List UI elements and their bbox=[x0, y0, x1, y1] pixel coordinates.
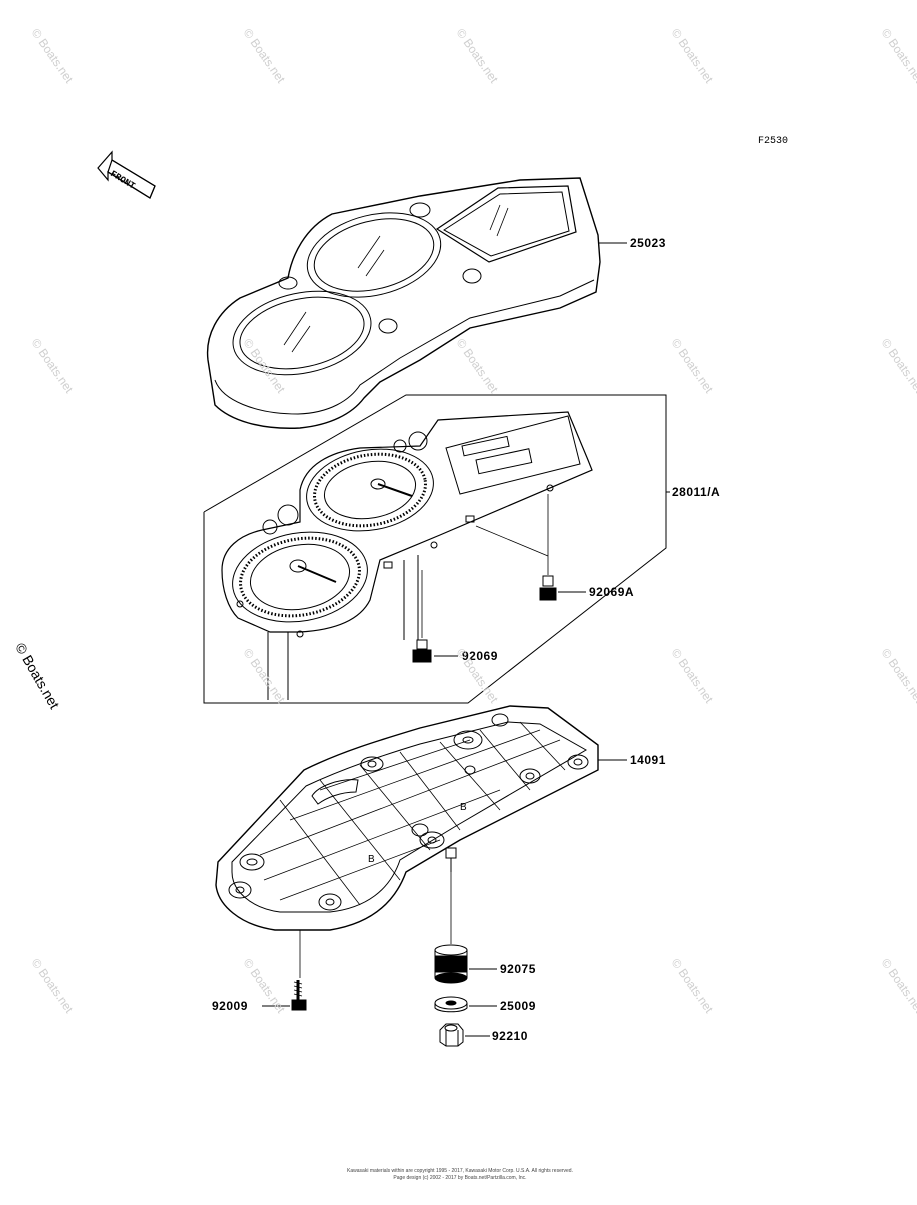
screw-92069a bbox=[539, 575, 557, 601]
damper-92075 bbox=[434, 944, 468, 984]
callout-screw-case[interactable]: 92009 bbox=[212, 999, 248, 1013]
callout-screw[interactable]: 92069 bbox=[462, 649, 498, 663]
callout-damper[interactable]: 92075 bbox=[500, 962, 536, 976]
front-arrow-icon bbox=[97, 150, 156, 199]
meter-case bbox=[215, 705, 599, 931]
footer-design: Page design (c) 2002 - 2017 by Boats.net… bbox=[393, 1175, 527, 1181]
callout-case[interactable]: 14091 bbox=[630, 753, 666, 767]
meter-assembly bbox=[221, 411, 593, 700]
callout-nut[interactable]: 92210 bbox=[492, 1029, 528, 1043]
screw-92069 bbox=[412, 639, 432, 663]
nut-92210 bbox=[439, 1023, 464, 1047]
case-mark-1: B bbox=[460, 802, 467, 813]
assy-box-bottom bbox=[203, 492, 667, 704]
callout-washer[interactable]: 25009 bbox=[500, 999, 536, 1013]
footer-copyright: Kawasaki materials within are copyright … bbox=[347, 1168, 573, 1174]
meter-cover bbox=[206, 177, 601, 429]
screw-92009 bbox=[291, 980, 307, 1011]
case-mark-2: B bbox=[368, 854, 375, 865]
callout-cover[interactable]: 25023 bbox=[630, 236, 666, 250]
callout-meter-assy[interactable]: 28011/A bbox=[672, 485, 721, 499]
callout-screw-a[interactable]: 92069A bbox=[589, 585, 635, 599]
figure-code: F2530 bbox=[758, 136, 789, 147]
washer-25009 bbox=[434, 996, 468, 1013]
